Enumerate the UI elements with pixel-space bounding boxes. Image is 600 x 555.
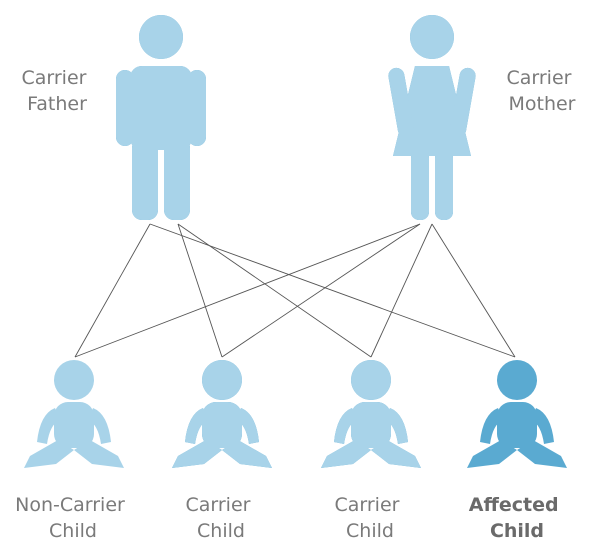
carrier-child-figure-1 <box>172 360 272 468</box>
connector-father-carrier-child-1 <box>177 223 223 358</box>
connector-mother-carrier-child-1 <box>221 223 421 358</box>
mother-label: Carrier Mother <box>506 67 577 115</box>
child-label-affected: Affected Child <box>469 494 565 542</box>
connector-mother-carrier-child-2 <box>370 223 433 358</box>
carrier-mother-figure <box>387 15 477 220</box>
connector-father-carrier-child-2 <box>177 223 372 358</box>
connector-father-affected-child <box>149 223 516 358</box>
child-label-carrier-1: Carrier Child <box>185 494 256 542</box>
connector-father-non-carrier-child <box>74 223 151 358</box>
carrier-father-figure <box>116 15 206 220</box>
connector-mother-non-carrier-child <box>74 223 421 358</box>
inheritance-connectors <box>74 223 516 358</box>
connector-mother-affected-child <box>431 223 516 358</box>
child-label-non-carrier: Non-Carrier Child <box>15 494 131 542</box>
child-label-carrier-2: Carrier Child <box>334 494 405 542</box>
non-carrier-child-figure <box>24 360 124 468</box>
father-label: Carrier Father <box>21 67 92 115</box>
affected-child-figure <box>467 360 567 468</box>
carrier-child-figure-2 <box>321 360 421 468</box>
